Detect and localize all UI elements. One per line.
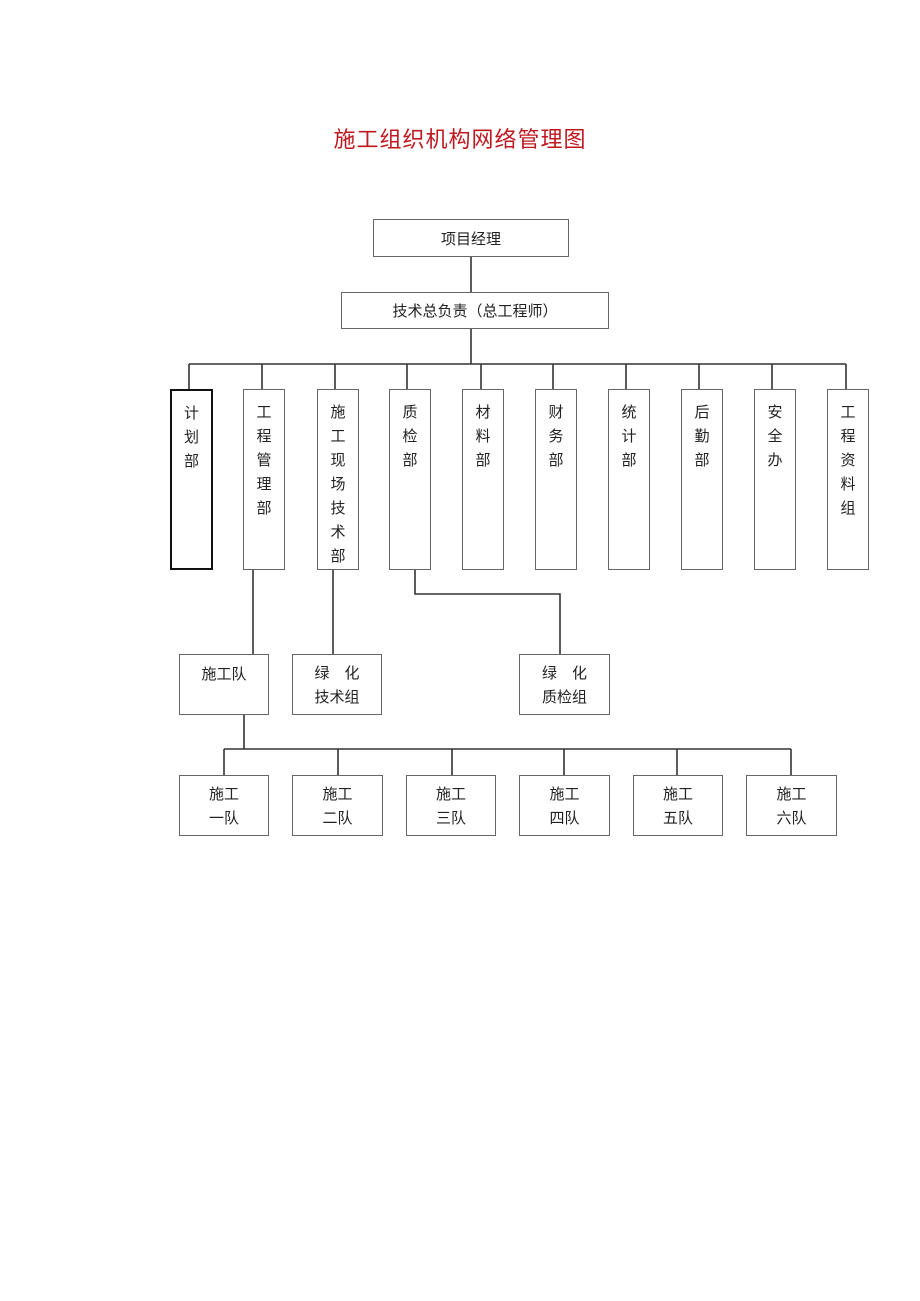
team-box-3: 施工 三队 [406, 775, 496, 836]
team-line-1: 施工 [322, 784, 353, 803]
dept-char: 计 [621, 427, 637, 445]
team-box-5: 施工 五队 [633, 775, 723, 836]
dept-char: 部 [475, 451, 491, 469]
dept-char: 技 [330, 499, 346, 517]
page-title: 施工组织机构网络管理图 [333, 128, 587, 153]
dept-char: 检 [402, 427, 418, 445]
dept-materials: 材 料 部 [462, 389, 504, 570]
dept-char: 划 [183, 428, 199, 446]
connector-qc-to-green-qc [414, 570, 561, 654]
dept-char: 部 [330, 547, 346, 565]
team-line-2: 三队 [435, 808, 466, 827]
dept-char: 理 [256, 475, 272, 493]
dept-quality: 质 检 部 [389, 389, 431, 570]
team-line-2: 二队 [322, 808, 353, 827]
team-line-1: 施工 [662, 784, 693, 803]
team-line-1: 施工 [435, 784, 466, 803]
dept-char: 程 [256, 427, 272, 445]
team-box-4: 施工 四队 [519, 775, 610, 836]
team-box-2: 施工 二队 [292, 775, 383, 836]
dept-statistics: 统 计 部 [608, 389, 650, 570]
dept-char: 管 [256, 451, 272, 469]
dept-char: 材 [475, 403, 491, 421]
project-manager-label: 项目经理 [440, 229, 501, 248]
dept-char: 料 [475, 427, 491, 445]
dept-char: 部 [694, 451, 710, 469]
construction-team-label: 施工队 [201, 665, 247, 683]
green-tech-line-2: 技术组 [314, 687, 360, 706]
chief-engineer-label: 技术总负责（总工程师） [392, 302, 558, 320]
dept-finance: 财 务 部 [535, 389, 577, 570]
dept-char: 全 [767, 427, 783, 445]
dept-char: 程 [840, 427, 856, 445]
dept-char: 工 [330, 427, 346, 445]
dept-char: 部 [548, 451, 564, 469]
construction-team-box: 施工队 [179, 654, 269, 715]
dept-char: 部 [183, 452, 199, 470]
team-line-2: 六队 [776, 808, 807, 827]
dept-records: 工 程 资 料 组 [827, 389, 869, 570]
dept-char: 统 [621, 403, 637, 421]
green-tech-line-1: 绿 化 [314, 663, 360, 682]
team-box-6: 施工 六队 [746, 775, 837, 836]
dept-char: 财 [548, 403, 564, 421]
dept-char: 施 [330, 403, 346, 421]
green-tech-group-box: 绿 化 技术组 [292, 654, 382, 715]
dept-safety: 安 全 办 [754, 389, 796, 570]
dept-char: 部 [402, 451, 418, 469]
dept-char: 资 [840, 451, 856, 469]
chief-engineer-box: 技术总负责（总工程师） [341, 292, 609, 329]
team-line-2: 五队 [662, 808, 693, 827]
dept-site-tech: 施 工 现 场 技 术 部 [317, 389, 359, 570]
dept-char: 现 [330, 451, 346, 469]
dept-char: 安 [767, 403, 783, 421]
dept-char: 部 [621, 451, 637, 469]
team-line-1: 施工 [549, 784, 580, 803]
team-line-1: 施工 [776, 784, 807, 803]
team-line-2: 一队 [208, 808, 239, 827]
dept-engineering-mgmt: 工 程 管 理 部 [243, 389, 285, 570]
green-qc-group-box: 绿 化 质检组 [519, 654, 610, 715]
project-manager-box: 项目经理 [373, 219, 569, 257]
team-box-1: 施工 一队 [179, 775, 269, 836]
dept-char: 计 [183, 404, 199, 422]
dept-char: 工 [840, 403, 856, 421]
dept-char: 场 [330, 475, 346, 493]
dept-char: 务 [548, 427, 564, 445]
team-line-2: 四队 [549, 808, 580, 827]
dept-char: 术 [330, 523, 346, 541]
dept-char: 工 [256, 403, 272, 421]
dept-logistics: 后 勤 部 [681, 389, 723, 570]
dept-char: 质 [402, 403, 418, 421]
dept-char: 部 [256, 499, 272, 517]
green-qc-line-1: 绿 化 [541, 663, 587, 682]
dept-char: 勤 [694, 427, 710, 445]
green-qc-line-2: 质检组 [541, 687, 587, 706]
dept-char: 料 [840, 475, 856, 493]
dept-planning: 计 划 部 [170, 389, 213, 570]
team-line-1: 施工 [208, 784, 239, 803]
dept-char: 办 [767, 451, 783, 469]
dept-char: 后 [694, 403, 710, 421]
dept-char: 组 [840, 499, 856, 517]
